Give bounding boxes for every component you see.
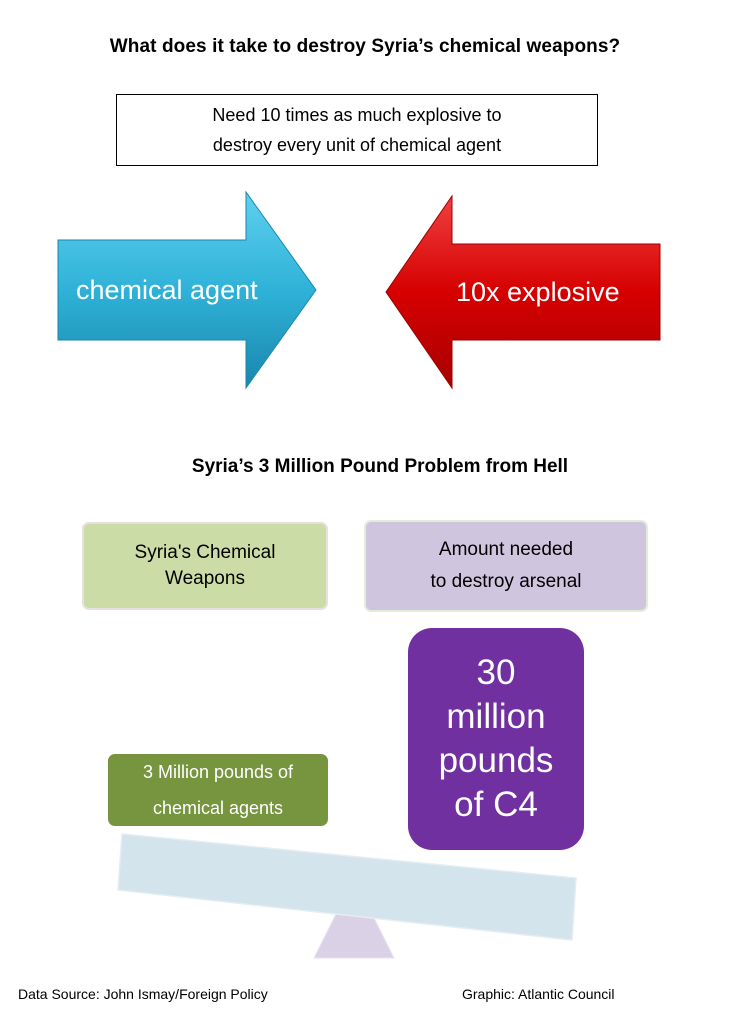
chemical-agent-label: chemical agent — [76, 275, 258, 305]
chemical-agents-amount-box: 3 Million pounds of chemical agents — [108, 754, 328, 826]
amount-needed-box: Amount needed to destroy arsenal — [364, 520, 648, 612]
explanation-line-1: Need 10 times as much explosive to — [212, 105, 502, 125]
c4-line-1: 30 — [476, 653, 516, 692]
c4-amount-box: 30 million pounds of C4 — [408, 628, 584, 850]
c4-line-3: pounds — [438, 741, 554, 780]
chemical-agents-line-1: 3 Million pounds of — [142, 762, 294, 782]
amount-needed-line-2: to destroy arsenal — [430, 571, 582, 592]
explosive-arrow — [385, 194, 661, 390]
chemical-agent-arrow — [57, 190, 317, 390]
chemical-weapons-line-1: Syria's Chemical — [134, 542, 276, 563]
seesaw — [117, 833, 577, 959]
amount-needed-line-1: Amount needed — [438, 539, 574, 560]
graphic-credit: Graphic: Atlantic Council — [462, 986, 615, 1002]
c4-line-4: of C4 — [454, 785, 538, 824]
chemical-agents-line-2: chemical agents — [152, 798, 284, 818]
c4-line-2: million — [446, 697, 546, 736]
explanation-line-2: destroy every unit of chemical agent — [212, 135, 502, 155]
chemical-weapons-line-2: Weapons — [165, 568, 245, 589]
chemical-weapons-box: Syria's Chemical Weapons — [82, 522, 328, 610]
explanation-box: Need 10 times as much explosive to destr… — [116, 94, 598, 166]
arrows-diagram: chemical agent 10x explosive — [57, 190, 661, 390]
page-title: What does it take to destroy Syria’s che… — [109, 36, 621, 57]
explosive-label: 10x explosive — [456, 277, 620, 307]
seesaw-plank — [117, 833, 577, 941]
data-source: Data Source: John Ismay/Foreign Policy — [18, 986, 268, 1002]
section-subtitle: Syria’s 3 Million Pound Problem from Hel… — [191, 456, 569, 477]
